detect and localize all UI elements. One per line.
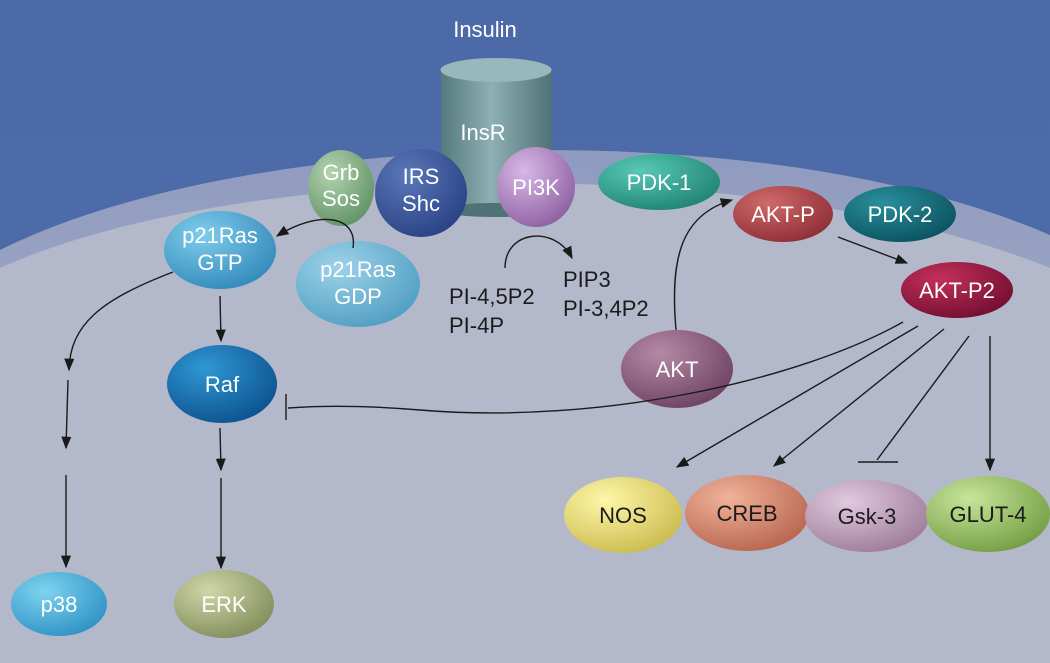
svg-text:p21Ras: p21Ras — [182, 223, 258, 248]
svg-text:GTP: GTP — [197, 250, 242, 275]
substrate-pi4p: PI-4P — [449, 313, 504, 338]
ras-to-p38-arrow-1 — [64, 271, 174, 372]
svg-text:PI3K: PI3K — [512, 175, 560, 200]
akt-p-node: AKT-P — [733, 186, 833, 242]
akt-p2-node: AKT-P2 — [901, 262, 1013, 318]
akt-to-aktp-arrow — [673, 198, 734, 331]
product-pi34p2: PI-3,4P2 — [563, 296, 649, 321]
erk-node: ERK — [174, 570, 274, 638]
pdk1-node: PDK-1 — [598, 154, 720, 210]
grb-sos-node: Grb Sos — [308, 150, 374, 226]
pathway-arrows — [60, 198, 996, 570]
aktp2-inhibits-gsk3 — [876, 335, 970, 461]
svg-text:CREB: CREB — [716, 501, 777, 526]
svg-text:Raf: Raf — [205, 372, 240, 397]
pi3k-conversion-arrow — [504, 235, 573, 269]
aktp2-to-creb-arrow — [773, 328, 945, 467]
ras-to-raf-arrow — [215, 295, 226, 343]
svg-text:AKT: AKT — [656, 357, 699, 382]
svg-text:GLUT-4: GLUT-4 — [949, 502, 1026, 527]
svg-text:p38: p38 — [41, 592, 78, 617]
svg-text:p21Ras: p21Ras — [320, 257, 396, 282]
raf-node: Raf — [167, 345, 277, 423]
p21ras-gtp-node: p21Ras GTP — [164, 211, 276, 289]
gsk3-node: Gsk-3 — [805, 480, 929, 552]
svg-text:Sos: Sos — [322, 186, 360, 211]
svg-text:PDK-1: PDK-1 — [627, 170, 692, 195]
svg-text:IRS: IRS — [403, 164, 440, 189]
svg-text:Shc: Shc — [402, 191, 440, 216]
nos-node: NOS — [564, 477, 682, 553]
pi3k-node: PI3K — [497, 147, 575, 227]
glut4-node: GLUT-4 — [926, 476, 1050, 552]
svg-text:PDK-2: PDK-2 — [868, 202, 933, 227]
svg-text:AKT-P: AKT-P — [751, 202, 815, 227]
svg-text:Grb: Grb — [323, 160, 360, 185]
akt-node: AKT — [621, 330, 733, 408]
p38-node: p38 — [11, 572, 107, 636]
aktp2-inhibits-raf — [287, 321, 904, 414]
aktp2-to-nos-arrow — [675, 325, 919, 468]
ras-activation-arrow — [275, 218, 355, 249]
svg-text:AKT-P2: AKT-P2 — [919, 278, 995, 303]
svg-text:NOS: NOS — [599, 503, 647, 528]
insr-label: InsR — [460, 120, 505, 145]
substrate-pi45p2: PI-4,5P2 — [449, 284, 535, 309]
creb-node: CREB — [685, 475, 809, 551]
svg-text:ERK: ERK — [201, 592, 247, 617]
ras-to-p38-arrow-2 — [61, 379, 72, 450]
insulin-label: Insulin — [453, 17, 517, 42]
aktp-to-aktp2-arrow — [837, 236, 909, 264]
cytoplasm — [0, 183, 1050, 663]
product-pip3: PIP3 — [563, 267, 611, 292]
irs-shc-node: IRS Shc — [375, 149, 467, 237]
pdk2-node: PDK-2 — [844, 186, 956, 242]
raf-to-erk-arrow-1 — [215, 427, 226, 472]
p21ras-gdp-node: p21Ras GDP — [296, 241, 420, 327]
svg-text:Gsk-3: Gsk-3 — [838, 504, 897, 529]
svg-text:GDP: GDP — [334, 284, 382, 309]
